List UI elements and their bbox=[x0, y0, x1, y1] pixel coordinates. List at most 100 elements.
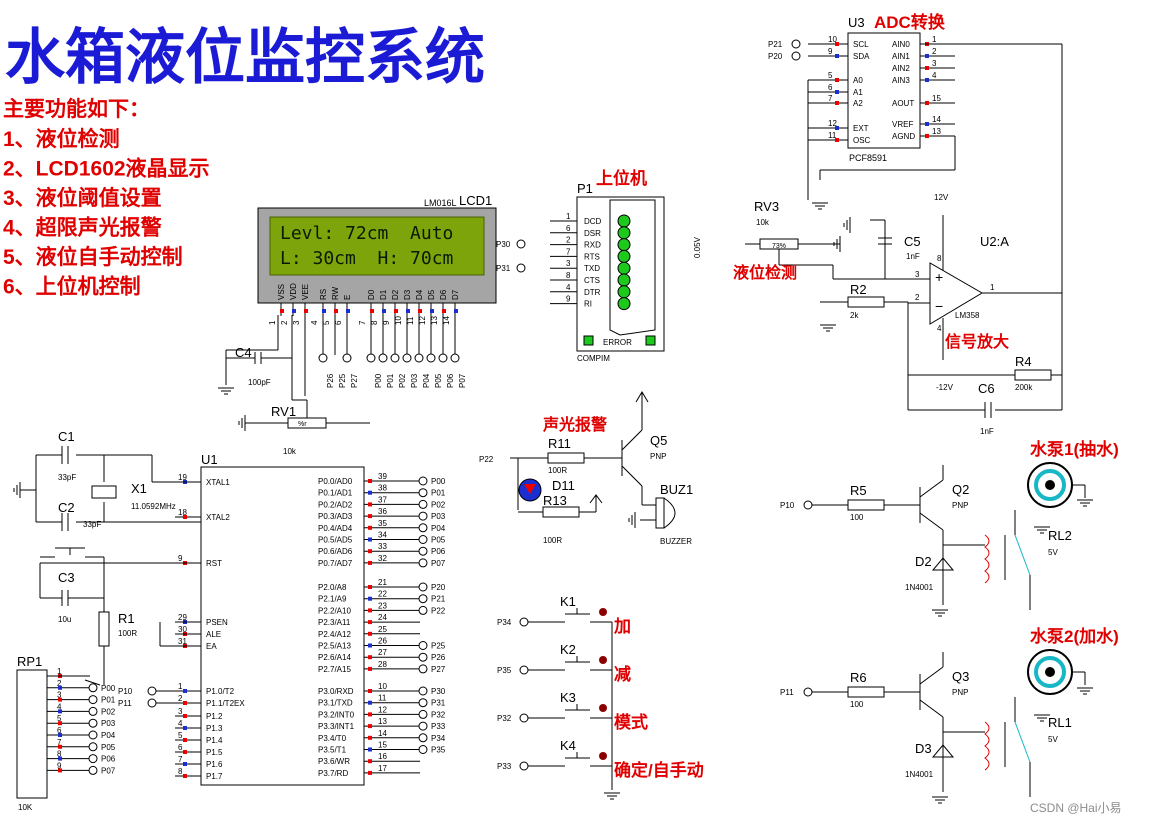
key-net-label: P33 bbox=[497, 762, 512, 771]
mcu-net-label: P26 bbox=[431, 653, 446, 662]
mcu-net-label: P21 bbox=[431, 595, 446, 604]
amp-pin-1: 1 bbox=[990, 283, 995, 292]
rv3-ref: RV3 bbox=[754, 199, 779, 214]
lcd-pin-label: VSS bbox=[277, 284, 286, 300]
lcd-pin-number: 14 bbox=[442, 316, 451, 325]
mcu-pin-label: P1.0/T2 bbox=[206, 687, 235, 696]
rp1-value: 10K bbox=[18, 803, 33, 812]
mcu-net-label: P27 bbox=[431, 665, 446, 674]
mcu-pin-label: P0.0/AD0 bbox=[318, 477, 353, 486]
mcu-pin-label: P2.6/A14 bbox=[318, 653, 351, 662]
mcu-pin-number: 31 bbox=[178, 637, 187, 646]
adc-title: ADC转换 bbox=[874, 12, 946, 32]
pump-r-ref: R5 bbox=[850, 483, 867, 498]
key-ref: K1 bbox=[560, 594, 576, 609]
adc-net-label: P21 bbox=[768, 40, 783, 49]
key-label: 加 bbox=[613, 617, 631, 636]
mcu-net-label: P20 bbox=[431, 583, 446, 592]
rv3-value: 10k bbox=[756, 218, 770, 227]
mcu-net-label: P10 bbox=[118, 687, 133, 696]
mcu-pin-number: 5 bbox=[178, 731, 183, 740]
mcu-net-label: P05 bbox=[431, 536, 446, 545]
host-pin-number: 3 bbox=[566, 259, 571, 268]
q5-ref: Q5 bbox=[650, 433, 667, 448]
relay-ref: RL2 bbox=[1048, 528, 1072, 543]
rp1-pin-number: 7 bbox=[57, 738, 62, 747]
mcu-pin-label: ALE bbox=[206, 630, 221, 639]
lcd-pin-label: D0 bbox=[367, 289, 376, 300]
rv3-percent: 73% bbox=[772, 243, 786, 250]
feature-item: 3、液位阈值设置 bbox=[3, 186, 162, 210]
lcd-net-label: P04 bbox=[422, 373, 431, 388]
mcu-pin-number: 35 bbox=[378, 519, 387, 528]
amp-pin-2: 2 bbox=[915, 293, 920, 302]
mcu-pin-number: 10 bbox=[378, 682, 387, 691]
mcu-pin-label: P0.7/AD7 bbox=[318, 559, 353, 568]
host-pin-number: 1 bbox=[566, 212, 571, 221]
lcd-pin-number: 13 bbox=[430, 316, 439, 325]
r11-value: 100R bbox=[548, 466, 567, 475]
host-model: COMPIM bbox=[577, 354, 610, 363]
mcu-pin-label: P3.5/T1 bbox=[318, 746, 347, 755]
mcu-pin-label: P3.6/WR bbox=[318, 757, 350, 766]
mcu-pin-number: 7 bbox=[178, 755, 183, 764]
adc-pin-label: SCL bbox=[853, 40, 869, 49]
lcd-ref: LCD1 bbox=[459, 193, 492, 208]
mcu-net-label: P03 bbox=[431, 512, 446, 521]
c4-value: 100pF bbox=[248, 378, 271, 387]
adc-pin-number: 6 bbox=[828, 83, 833, 92]
x1-value: 11.0592MHz bbox=[131, 502, 176, 511]
mcu-net-label: P30 bbox=[431, 687, 446, 696]
buz1-ref: BUZ1 bbox=[660, 482, 693, 497]
lcd-line-1: Levl: 72cm Auto bbox=[280, 223, 453, 244]
rv3-voltage: 0.05V bbox=[693, 236, 702, 258]
mcu-ref: U1 bbox=[201, 452, 218, 467]
rp1-pin-number: 8 bbox=[57, 750, 62, 759]
mcu-net-label: P32 bbox=[431, 710, 446, 719]
lcd-pin-label: D7 bbox=[451, 289, 460, 300]
c1-value: 33pF bbox=[58, 473, 76, 482]
adc-pin-number: 3 bbox=[932, 59, 937, 68]
lcd-net-label: P26 bbox=[326, 373, 335, 388]
lcd-module: LM016L LCD1 Levl: 72cm Auto L: 30cm H: 7… bbox=[257, 193, 497, 388]
adc-pin-label: A0 bbox=[853, 76, 863, 85]
pump-diode-ref: D2 bbox=[915, 554, 932, 569]
alarm-label: 声光报警 bbox=[542, 415, 607, 434]
c2-ref: C2 bbox=[58, 500, 75, 515]
lcd-pin-label: D4 bbox=[415, 289, 424, 300]
rp1-net-label: P00 bbox=[101, 684, 116, 693]
mcu-pin-number: 33 bbox=[378, 542, 387, 551]
host-pin-label: RI bbox=[584, 300, 592, 309]
mcu-pin-number: 14 bbox=[378, 729, 387, 738]
key-label: 确定/自手动 bbox=[614, 760, 704, 780]
lcd-model: LM016L bbox=[424, 198, 457, 208]
mcu-pin-number: 6 bbox=[178, 743, 183, 752]
host-pin-number: 7 bbox=[566, 247, 571, 256]
d11-ref: D11 bbox=[552, 478, 575, 493]
c3-ref: C3 bbox=[58, 570, 75, 585]
mcu-net-label: P02 bbox=[431, 500, 446, 509]
buz1-model: BUZZER bbox=[660, 537, 692, 546]
key-ref: K3 bbox=[560, 690, 576, 705]
mcu-pin-label: EA bbox=[206, 642, 217, 651]
amp-minus-sign: − bbox=[935, 298, 943, 314]
c6-value: 1nF bbox=[980, 427, 994, 436]
mcu-pin-number: 37 bbox=[378, 495, 387, 504]
host-ref: P1 bbox=[577, 181, 593, 196]
adc-ref: U3 bbox=[848, 15, 865, 30]
c4-ref: C4 bbox=[235, 345, 252, 360]
mcu-pin-label: P1.7 bbox=[206, 772, 223, 781]
rp1-net-label: P03 bbox=[101, 719, 116, 728]
lcd-pin-number: 6 bbox=[334, 320, 343, 325]
mcu-pin-label: P3.0/RXD bbox=[318, 687, 354, 696]
host-pin-label: DCD bbox=[584, 217, 602, 226]
c2-value: 33pF bbox=[83, 520, 101, 529]
mcu-pin-label: XTAL2 bbox=[206, 513, 230, 522]
lcd-pin-number: 5 bbox=[322, 320, 331, 325]
mcu-net-label: P31 bbox=[431, 699, 446, 708]
lcd-pin-number: 11 bbox=[406, 316, 415, 325]
mcu-pin-label: P2.7/A15 bbox=[318, 665, 351, 674]
mcu-pin-number: 3 bbox=[178, 707, 183, 716]
host-net-label: P30 bbox=[496, 240, 511, 249]
